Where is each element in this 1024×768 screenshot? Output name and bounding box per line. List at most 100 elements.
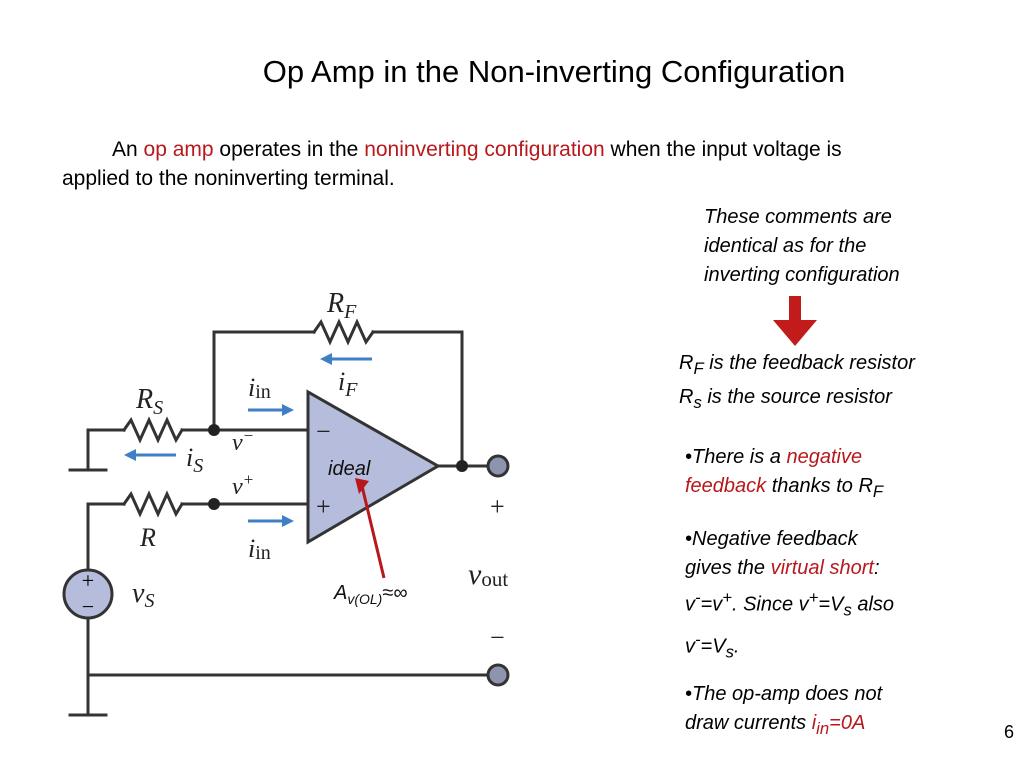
slide-title: Op Amp in the Non-inverting Configuratio… xyxy=(262,54,846,89)
bullet-text: v xyxy=(685,635,695,658)
wire xyxy=(212,330,316,432)
subscript: s xyxy=(693,393,702,412)
rf-definition: RF is the feedback resistor xyxy=(679,349,915,383)
bullet-virtual-short: •Negative feedback gives the virtual sho… xyxy=(685,525,894,666)
comment-note: These comments are identical as for the … xyxy=(704,203,900,290)
subscript: F xyxy=(693,359,704,378)
wire xyxy=(86,616,488,677)
bullet-text: thanks to R xyxy=(766,475,873,497)
subscript: in xyxy=(816,719,830,738)
is-label: iS xyxy=(186,443,203,477)
comment-line: These comments are xyxy=(704,206,892,228)
bullet-line: v-=v+. Since v+=Vs also xyxy=(685,583,894,625)
bullet-text: . xyxy=(733,635,740,658)
source-plus-sign: + xyxy=(82,568,94,593)
wire xyxy=(86,428,126,470)
if-label: iF xyxy=(338,367,358,401)
intro-line-2: applied to the noninverting terminal. xyxy=(62,167,395,190)
bullet-text: v xyxy=(685,593,695,616)
arrow-head xyxy=(282,404,294,416)
superscript: + xyxy=(722,588,732,607)
arrow-head xyxy=(124,449,136,461)
comment-line: identical as for the xyxy=(704,235,867,257)
resistor-rf xyxy=(311,318,376,346)
highlight-text: =0A xyxy=(829,712,866,734)
bullet-text: draw currents xyxy=(685,712,812,734)
junction-dot xyxy=(208,498,220,510)
wire xyxy=(86,502,126,572)
rs-label: RS xyxy=(135,384,163,419)
superscript: - xyxy=(695,629,701,649)
subscript: s xyxy=(725,642,734,662)
inverting-input-sign: − xyxy=(316,417,331,446)
intro-paragraph: An op amp operates in the noninverting c… xyxy=(62,135,1012,193)
iin-top-label: iin xyxy=(248,373,271,403)
voltage-source xyxy=(62,568,114,620)
bullet-line: draw currents iin=0A xyxy=(685,709,882,743)
op-amp-symbol xyxy=(306,389,442,545)
iin-bottom-label: iin xyxy=(248,534,271,564)
arrow-head xyxy=(282,515,294,527)
resistor-definitions: RF is the feedback resistor Rs is the so… xyxy=(679,349,915,417)
resistor-rs xyxy=(121,416,185,444)
bullet-text: =v xyxy=(700,593,723,616)
bullet-line: •The op-amp does not xyxy=(685,683,883,705)
intro-text: An xyxy=(112,138,144,161)
highlight-text: i xyxy=(811,712,817,734)
intro-text: when the input voltage is xyxy=(604,138,842,161)
source-minus-sign: − xyxy=(82,594,94,619)
term-op-amp: op amp xyxy=(143,138,214,161)
subscript: s xyxy=(843,600,852,620)
bullet-line: gives the virtual short: xyxy=(685,554,894,583)
bullet-text: •There is a xyxy=(685,446,787,468)
bullet-negative-feedback: •There is a negative feedback thanks to … xyxy=(685,443,883,506)
symbol: R xyxy=(679,386,694,408)
ideal-label: ideal xyxy=(328,458,371,480)
symbol: R xyxy=(679,352,694,374)
bullet-text: =V xyxy=(700,635,726,658)
bullet-text: : xyxy=(873,557,880,579)
intro-line-1: An op amp operates in the noninverting c… xyxy=(62,135,1012,164)
highlight-text: feedback xyxy=(685,475,767,497)
gain-pointer-head xyxy=(355,478,369,494)
noninverting-input-sign: + xyxy=(316,492,331,521)
ground-terminal xyxy=(486,663,510,687)
junction-dot xyxy=(456,460,468,472)
definition-text: is the feedback resistor xyxy=(703,352,915,374)
highlight-text: negative xyxy=(786,446,863,468)
output-terminal xyxy=(486,454,510,478)
bullet-no-input-current: •The op-amp does not draw currents iin=0… xyxy=(685,680,882,743)
resistor-r xyxy=(121,490,185,518)
bullet-line: v-=Vs. xyxy=(685,625,894,667)
bullet-line: feedback thanks to RF xyxy=(685,472,883,506)
r-label: R xyxy=(139,523,156,552)
bullet-line: •There is a negative xyxy=(685,443,883,472)
intro-text: operates in the xyxy=(213,138,365,161)
comment-line: inverting configuration xyxy=(704,264,900,286)
vminus-label: v− xyxy=(232,426,254,456)
rf-label: RF xyxy=(326,288,357,323)
gain-annotation: Av(OL)≈∞ xyxy=(333,582,408,607)
bullet-text: =V xyxy=(818,593,844,616)
superscript: - xyxy=(695,588,701,607)
vout-label: vout xyxy=(468,558,508,591)
down-arrow-icon xyxy=(773,296,817,346)
subscript: F xyxy=(872,482,884,501)
rs-definition: Rs is the source resistor xyxy=(679,383,915,417)
junction-dot xyxy=(208,424,220,436)
definition-text: is the source resistor xyxy=(701,386,892,408)
vplus-label: v+ xyxy=(232,470,254,500)
bullet-text: also xyxy=(851,593,895,616)
wire xyxy=(371,330,464,468)
bullet-text: gives the xyxy=(685,557,771,579)
gain-pointer-arrow xyxy=(360,485,386,579)
vs-label: vS xyxy=(132,578,154,612)
superscript: + xyxy=(808,588,819,607)
highlight-text: virtual short xyxy=(770,557,874,579)
output-plus-sign: + xyxy=(490,492,505,521)
output-minus-sign: − xyxy=(490,623,505,652)
bullet-text: . Since v xyxy=(731,593,809,616)
arrow-head xyxy=(320,353,332,365)
term-noninverting-configuration: noninverting configuration xyxy=(364,138,605,161)
